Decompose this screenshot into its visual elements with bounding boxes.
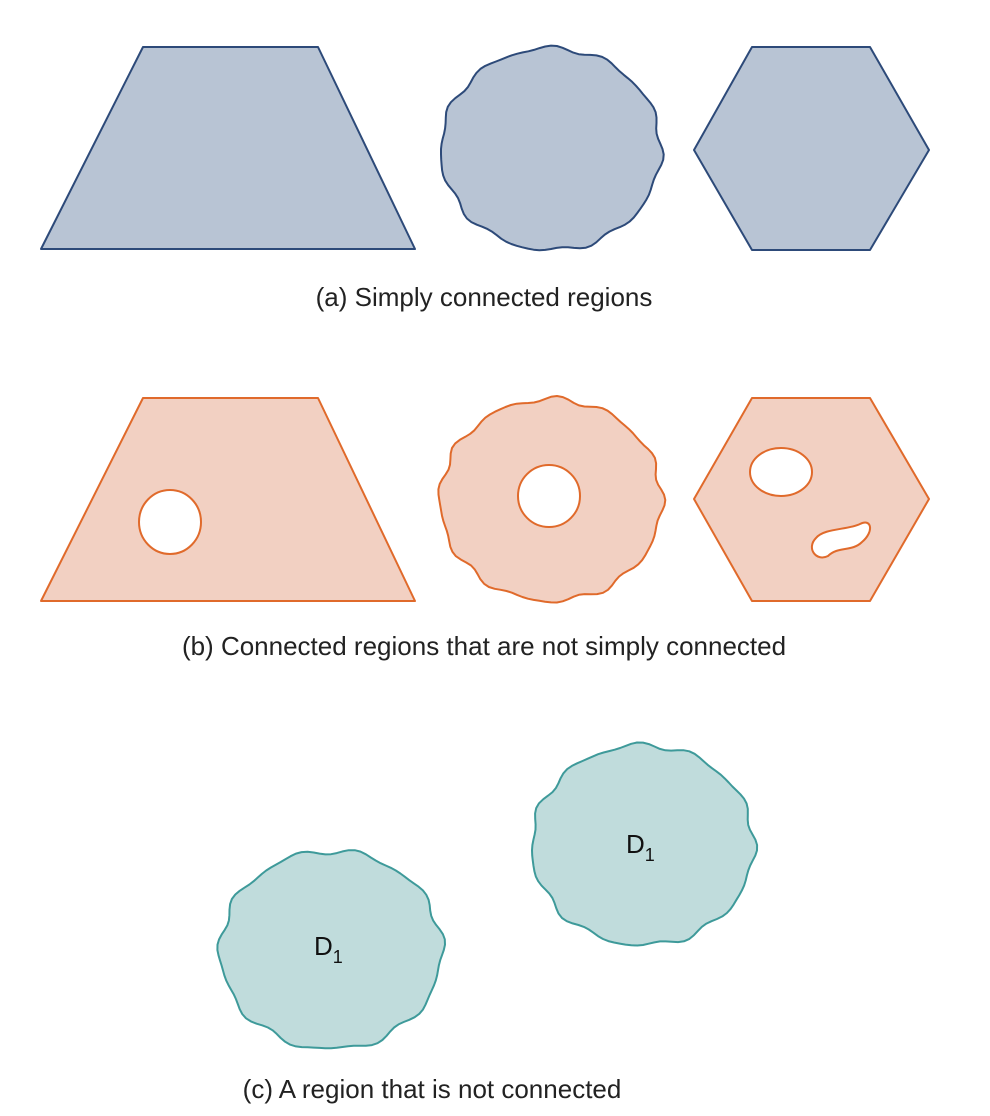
region-label-right: D1: [626, 829, 655, 865]
caption-c: (c) A region that is not connected: [243, 1074, 622, 1104]
region-left: [216, 849, 446, 1050]
region-label-left: D1: [314, 931, 343, 967]
group-not-simply-connected: [40, 395, 930, 604]
region-label-right-subscript: 1: [645, 845, 655, 865]
caption-a: (a) Simply connected regions: [316, 282, 653, 312]
hexagon-region: [693, 46, 930, 251]
trapezoid-with-hole: [40, 397, 416, 602]
region-label-left-main: D: [314, 931, 333, 961]
group-simply-connected: [40, 44, 930, 252]
region-label-left-subscript: 1: [333, 947, 343, 967]
blob-region: [440, 44, 665, 252]
region-label-right-main: D: [626, 829, 645, 859]
trapezoid-region: [40, 46, 416, 250]
hexagon-with-holes: [693, 397, 930, 602]
group-not-connected: [216, 741, 759, 1050]
region-right: [531, 741, 759, 947]
blob-with-hole: [437, 395, 667, 604]
caption-b: (b) Connected regions that are not simpl…: [182, 631, 786, 661]
